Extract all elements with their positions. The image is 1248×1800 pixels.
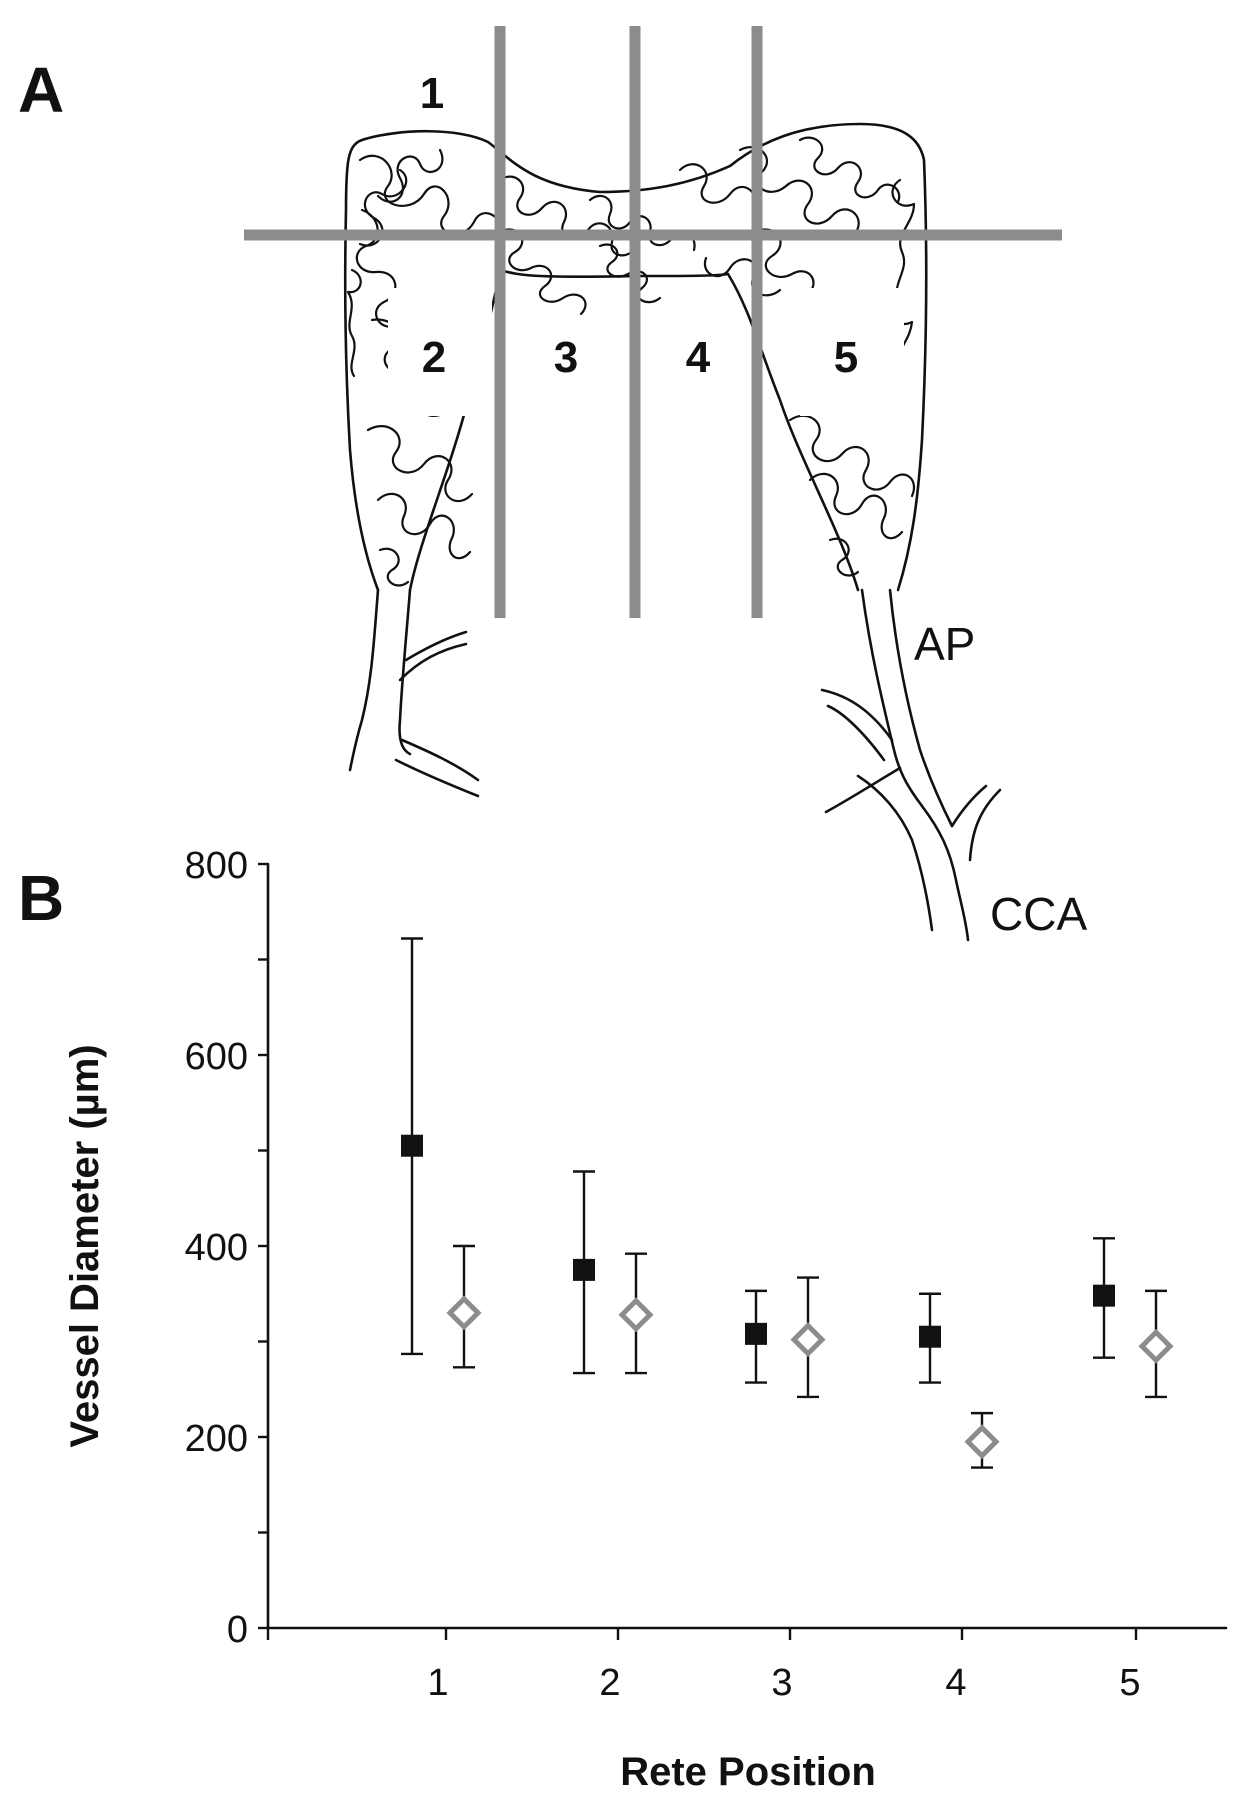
- x-tick-label-4: 4: [945, 1662, 966, 1704]
- panel-a-rete-schematic: A: [18, 26, 1087, 942]
- y-tick-label-400: 400: [185, 1227, 248, 1269]
- y-tick-label-800: 800: [185, 845, 248, 887]
- y-axis-title: Vessel Diameter (µm): [63, 1044, 107, 1447]
- left-feeding-artery: [348, 588, 480, 798]
- vessel-label-ap: AP: [914, 618, 975, 670]
- rete-outline: [343, 122, 928, 592]
- x-tick-label-1: 1: [427, 1662, 448, 1704]
- section-grid: [244, 26, 1062, 618]
- series-1-pos-1-marker: [401, 1134, 423, 1157]
- series-1-pos-2-marker: [573, 1258, 595, 1281]
- panel-b-letter: B: [18, 862, 64, 934]
- region-2-box: [388, 288, 492, 416]
- region-label-1: 1: [420, 69, 444, 118]
- region-label-3: 3: [554, 333, 578, 382]
- y-tick-label-200: 200: [185, 1418, 248, 1460]
- series-1-pos-3-marker: [745, 1322, 767, 1345]
- x-axis-title: Rete Position: [620, 1750, 876, 1794]
- series-2-pos-5-marker: [1138, 1328, 1174, 1364]
- panel-b-vessel-diameter-chart: B 0 200 400 600 800 1 2 3 4 5 Rete Position Vess…: [18, 845, 1228, 1794]
- right-feeding-artery: [820, 588, 1002, 942]
- x-axis-ticks: [266, 1628, 1138, 1640]
- region-label-2: 2: [422, 333, 446, 382]
- region-label-4: 4: [686, 333, 711, 382]
- series-1-pos-5-marker: [1093, 1284, 1115, 1307]
- x-tick-label-5: 5: [1119, 1662, 1140, 1704]
- series-2-pos-4-marker: [964, 1424, 1000, 1460]
- y-tick-label-0: 0: [227, 1609, 248, 1651]
- series-2-pos-2-marker: [618, 1297, 654, 1333]
- x-axis-tick-labels: 1 2 3 4 5: [427, 1662, 1140, 1704]
- vessel-label-cca: CCA: [990, 888, 1087, 940]
- y-axis-ticks: [258, 862, 268, 1630]
- y-tick-label-600: 600: [185, 1036, 248, 1078]
- plot-marks: [401, 937, 1174, 1469]
- x-tick-label-3: 3: [771, 1662, 792, 1704]
- rete-vessel-network: [346, 136, 916, 587]
- x-tick-label-2: 2: [599, 1662, 620, 1704]
- region-5-box: [800, 288, 904, 416]
- y-axis-tick-labels: 0 200 400 600 800: [185, 845, 248, 1651]
- series-2-pos-3-marker: [790, 1322, 826, 1358]
- region-label-5: 5: [834, 333, 858, 382]
- series-1-pos-4-marker: [919, 1325, 941, 1348]
- panel-a-letter: A: [18, 54, 64, 126]
- series-2-pos-1-marker: [446, 1295, 482, 1331]
